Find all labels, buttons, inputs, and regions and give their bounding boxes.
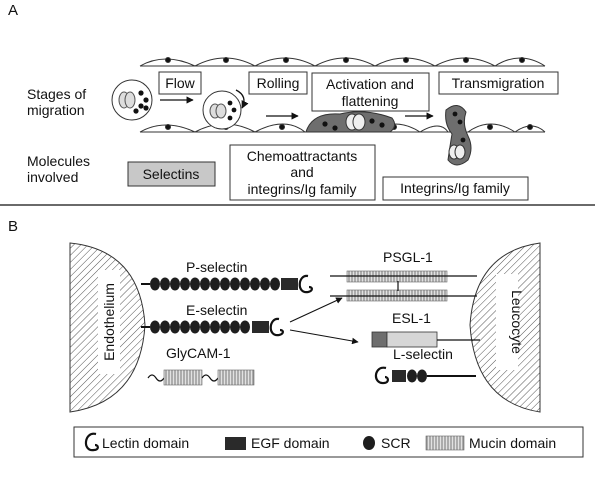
legend-egf-icon: [225, 437, 246, 450]
endothelium-label-bg: [98, 270, 120, 374]
rolling-stage-label: Rolling: [257, 75, 300, 91]
selectins-box: [127, 161, 216, 187]
chemoattractants-label-line1: Chemoattractants: [247, 148, 358, 164]
integrins-label: Integrins/Ig family: [400, 180, 510, 196]
rolling-leucocyte: [202, 89, 249, 130]
transmigration-stage-box: [438, 71, 559, 95]
molecules-label-line1: Molecules: [27, 153, 90, 169]
e-selectin-to-esl-arrow: [289, 329, 359, 345]
chemoattractants-label-line3: integrins/Ig family: [248, 181, 357, 197]
activation-stage-label-line1: Activation and: [326, 76, 414, 92]
chemoattractants-box: [229, 144, 376, 201]
panel-a-label: A: [8, 2, 18, 19]
legend-box: [73, 426, 584, 458]
legend-scr-icon: [363, 436, 375, 450]
esl-1-molecule: [371, 331, 480, 348]
legend-egf-item: EGF domain: [225, 435, 330, 451]
stages-label-line2: migration: [27, 102, 85, 118]
flow-stage-box: [158, 71, 202, 95]
integrins-box: [382, 176, 529, 201]
legend-lectin-icon: [84, 432, 99, 452]
psgl-1-molecule: [330, 270, 477, 302]
chemoattractants-label-line2: and: [290, 164, 313, 180]
legend-lectin-item: Lectin domain: [84, 432, 189, 452]
endothelium-label: Endothelium: [101, 283, 117, 361]
legend-mucin-label: Mucin domain: [469, 435, 556, 451]
legend-lectin-label: Lectin domain: [102, 435, 189, 451]
legend-egf-label: EGF domain: [251, 435, 330, 451]
legend-mucin-item: Mucin domain: [425, 435, 556, 451]
rolling-stage-box: [248, 71, 308, 95]
flow-leucocyte: [111, 79, 153, 121]
endothelium-top-layer: [139, 57, 546, 67]
p-selectin-label: P-selectin: [186, 259, 247, 275]
activation-stage-label-line2: flattening: [342, 93, 399, 109]
glycam-1-molecule: [147, 369, 255, 386]
psgl-1-label: PSGL-1: [383, 249, 433, 265]
legend-scr-label: SCR: [381, 435, 411, 451]
esl-1-label: ESL-1: [392, 310, 431, 326]
transmigrating-leucocyte: [445, 105, 472, 166]
transmigration-stage-label: Transmigration: [452, 75, 545, 91]
e-selectin-molecule: [141, 317, 284, 337]
flow-stage-label: Flow: [165, 75, 195, 91]
legend-mucin-icon: [425, 435, 465, 451]
activation-stage-box: [311, 72, 430, 112]
panel-b-label: B: [8, 218, 18, 235]
leucocyte-label: Leucocyte: [509, 290, 525, 354]
leucocyte-label-bg: [496, 274, 518, 370]
legend-scr-item: SCR: [363, 435, 411, 451]
e-selectin-label: E-selectin: [186, 302, 247, 318]
l-selectin-molecule: [374, 366, 476, 385]
l-selectin-label: L-selectin: [393, 346, 453, 362]
selectins-label: Selectins: [143, 166, 200, 182]
e-selectin-to-psgl-arrow: [289, 297, 343, 323]
p-selectin-molecule: [141, 274, 313, 294]
molecules-label-line2: involved: [27, 169, 78, 185]
stages-label-line1: Stages of: [27, 86, 86, 102]
flattened-leucocyte: [305, 111, 396, 133]
glycam-1-label: GlyCAM-1: [166, 345, 231, 361]
